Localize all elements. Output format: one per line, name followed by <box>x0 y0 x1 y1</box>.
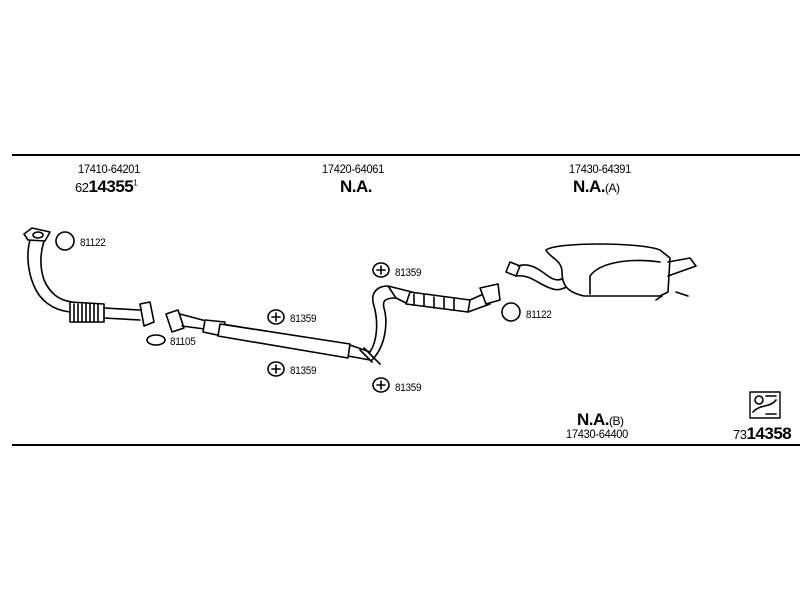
callout-code-clamp-2: 81359 <box>290 365 317 377</box>
callout-code-clamp-3: 81359 <box>395 267 422 279</box>
header-status-3: N.A.(A) <box>573 178 620 195</box>
ring-gasket-icon <box>501 302 521 322</box>
header-ref-main-1: 14355 <box>88 177 134 196</box>
diagram-reference: 7314358 <box>733 424 792 443</box>
callout-code-gasket: 81105 <box>170 336 196 348</box>
footer-part-number: 17430-64400 <box>566 427 629 441</box>
clamp-icon <box>267 361 285 377</box>
header-part-number-2: 17420-64061 <box>322 162 385 176</box>
oval-gasket-icon <box>146 334 166 346</box>
top-divider <box>12 154 800 156</box>
footer-variant: (B) <box>609 414 624 428</box>
diagram-ref-main: 14358 <box>746 424 792 443</box>
header-ref-sup-1: 1 <box>133 178 138 188</box>
header-ref-1: 62143551 <box>75 177 138 196</box>
front-pipe <box>23 227 155 327</box>
center-pipe <box>165 283 501 365</box>
clamp-icon <box>267 309 285 325</box>
callout-code-ring-1: 81122 <box>80 237 106 249</box>
footer-status-text: N.A. <box>577 410 610 429</box>
header-ref-prefix-1: 62 <box>75 180 89 195</box>
diagram-ref-prefix: 73 <box>733 427 747 442</box>
header-part-number-3: 17430-64391 <box>569 162 632 176</box>
header-variant-3: (A) <box>605 181 620 195</box>
rear-muffler <box>505 243 697 301</box>
clamp-icon <box>372 262 390 278</box>
callout-code-clamp-1: 81359 <box>290 313 317 325</box>
ring-gasket-icon <box>55 231 75 251</box>
footer-variant-status: N.A.(B) <box>577 411 624 428</box>
bottom-divider <box>12 444 800 446</box>
header-status-2: N.A. <box>340 177 373 196</box>
header-status-3-text: N.A. <box>573 177 606 196</box>
header-part-number-1: 17410-64201 <box>78 162 141 176</box>
callout-code-clamp-4: 81359 <box>395 382 422 394</box>
callout-code-ring-2: 81122 <box>526 309 552 321</box>
clamp-icon <box>372 377 390 393</box>
diagram-logo-icon <box>749 391 781 419</box>
